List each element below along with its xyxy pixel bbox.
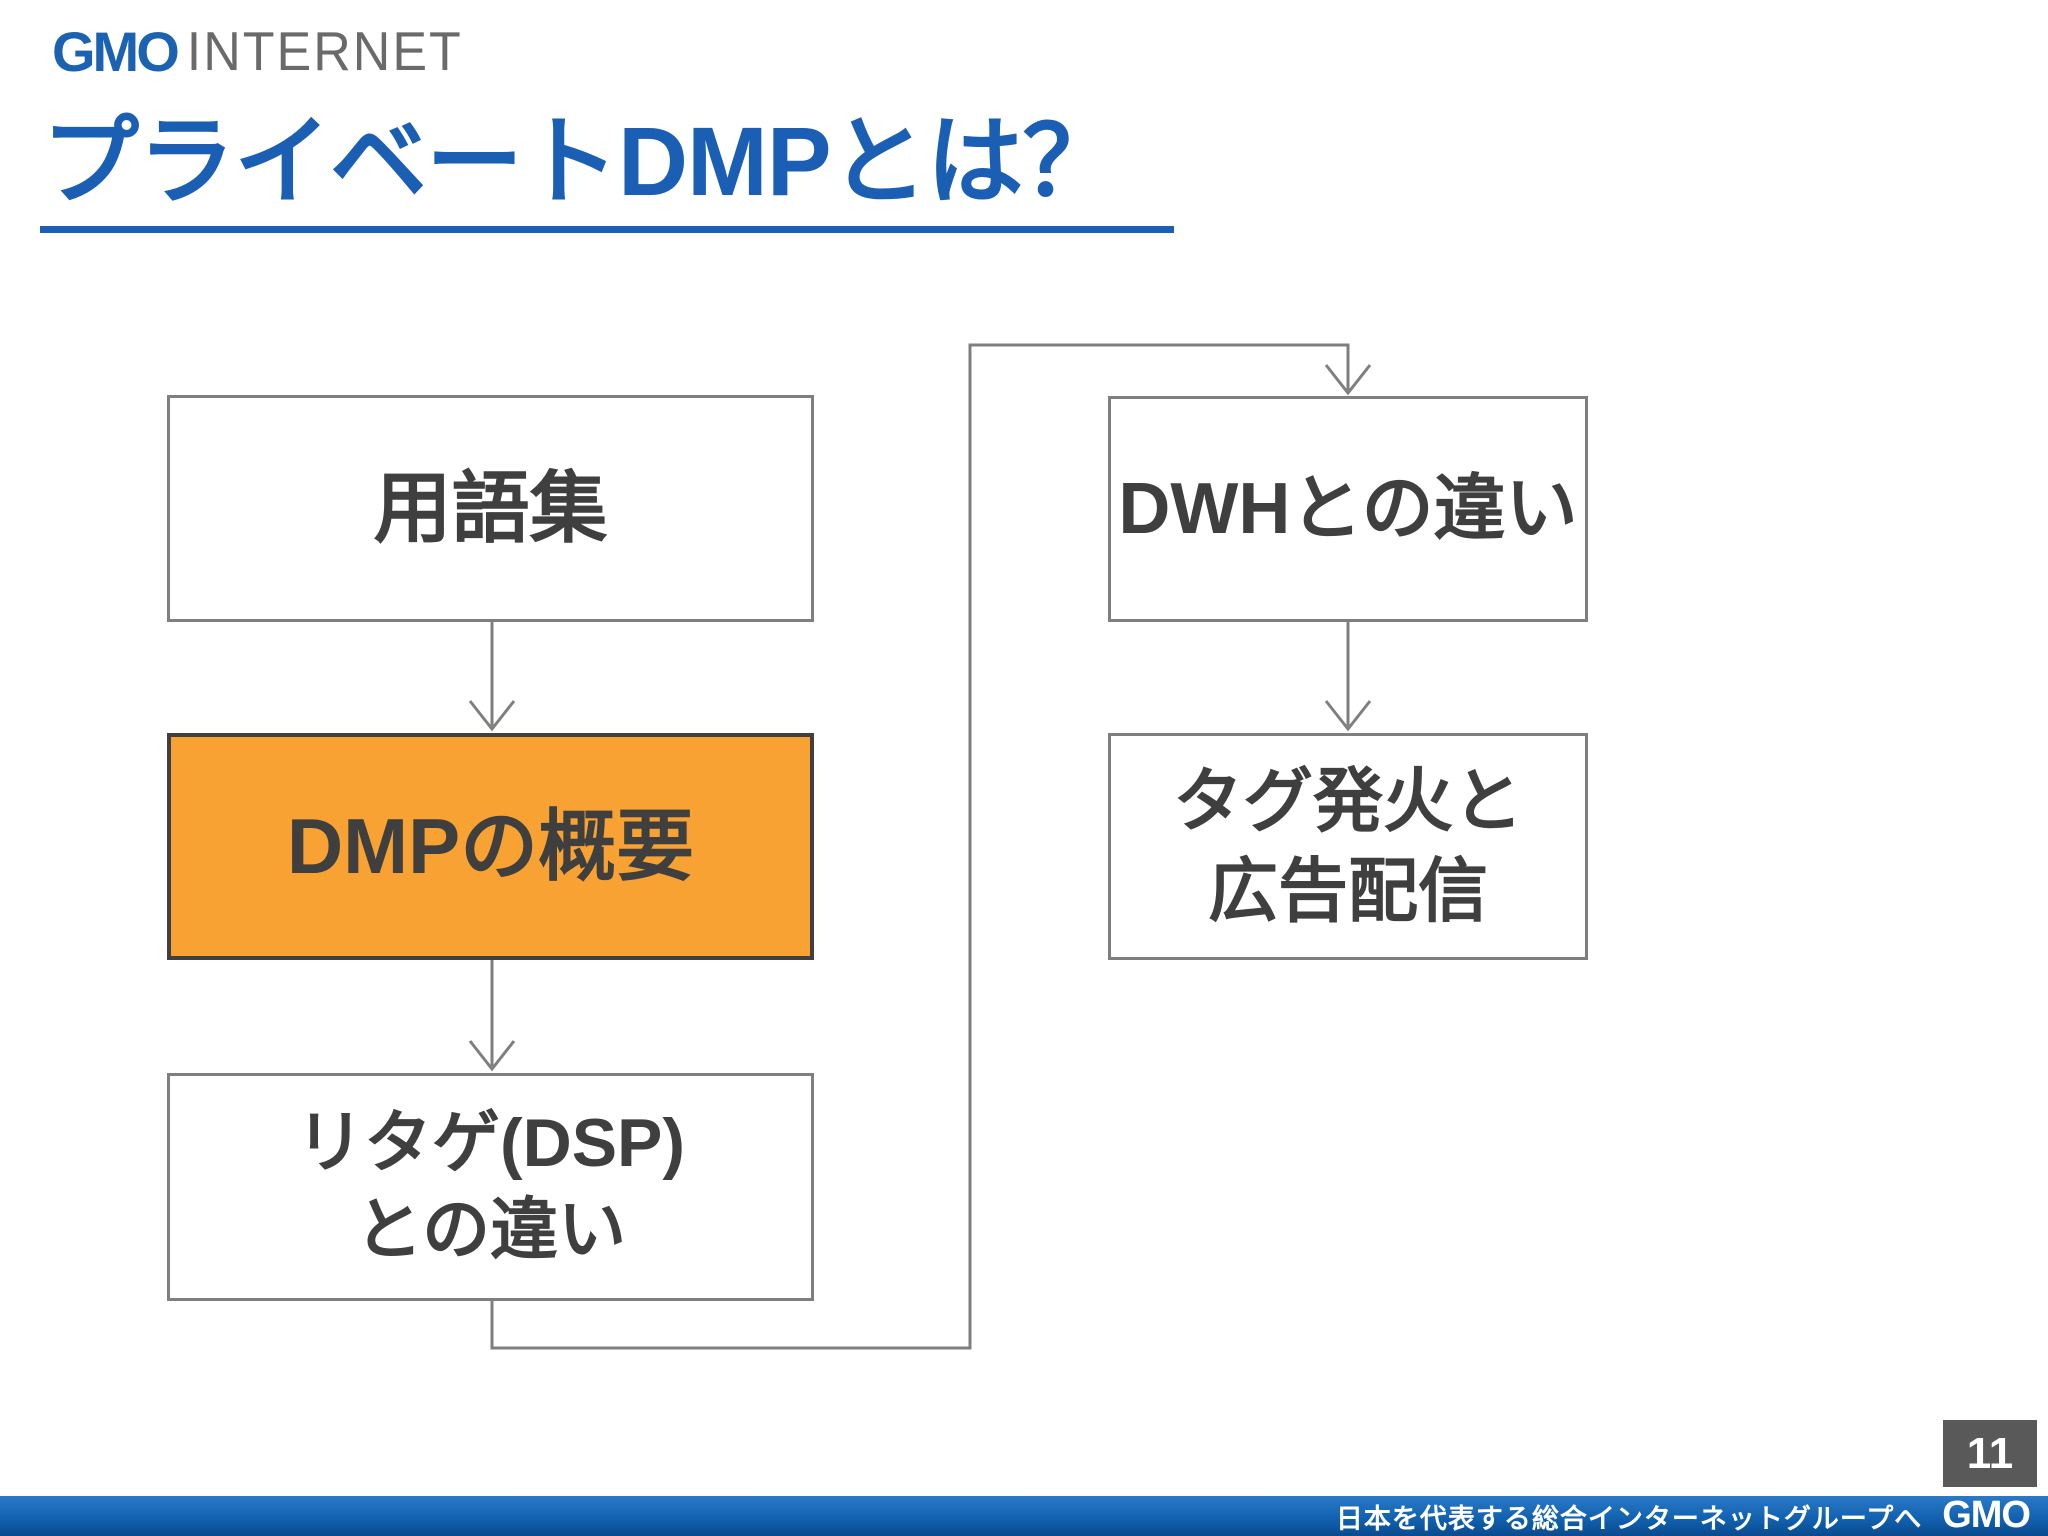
gmo-internet-logo: GMO INTERNET — [52, 24, 463, 80]
arrow-dwh-to-tagfiring-head — [1324, 700, 1372, 732]
arrow-glossary-to-overview-head — [468, 700, 516, 732]
node-dmp-overview-highlighted: DMPの概要 — [167, 733, 814, 960]
connector-retargeting-to-dwh-head — [1324, 364, 1372, 396]
arrow-overview-to-retargeting-head — [468, 1040, 516, 1072]
footer-bar: 日本を代表する総合インターネットグループへ GMO — [0, 1496, 2048, 1536]
node-dwh-difference: DWHとの違い — [1108, 396, 1588, 622]
footer-gmo-logo: GMO — [1942, 1494, 2031, 1536]
page-title: プライベートDMPとは？ — [40, 106, 1174, 233]
logo-brand-text: GMO — [52, 20, 180, 83]
node-dwh-difference-label: DWHとの違い — [1118, 468, 1578, 549]
footer-tagline: 日本を代表する総合インターネットグループへ — [1335, 1503, 1923, 1534]
node-glossary-label: 用語集 — [373, 463, 608, 552]
page-number-badge: 11 — [1943, 1420, 2037, 1487]
node-retargeting-difference: リタゲ(DSP) との違い — [167, 1073, 814, 1301]
node-retargeting-difference-label: リタゲ(DSP) との違い — [295, 1104, 686, 1268]
node-glossary: 用語集 — [167, 395, 814, 622]
node-dmp-overview-label: DMPの概要 — [286, 801, 695, 890]
node-tag-firing-ad-delivery: タグ発火と 広告配信 — [1108, 733, 1588, 960]
node-tag-firing-ad-delivery-label: タグ発火と 広告配信 — [1173, 761, 1523, 930]
logo-name-text: INTERNET — [186, 21, 463, 83]
